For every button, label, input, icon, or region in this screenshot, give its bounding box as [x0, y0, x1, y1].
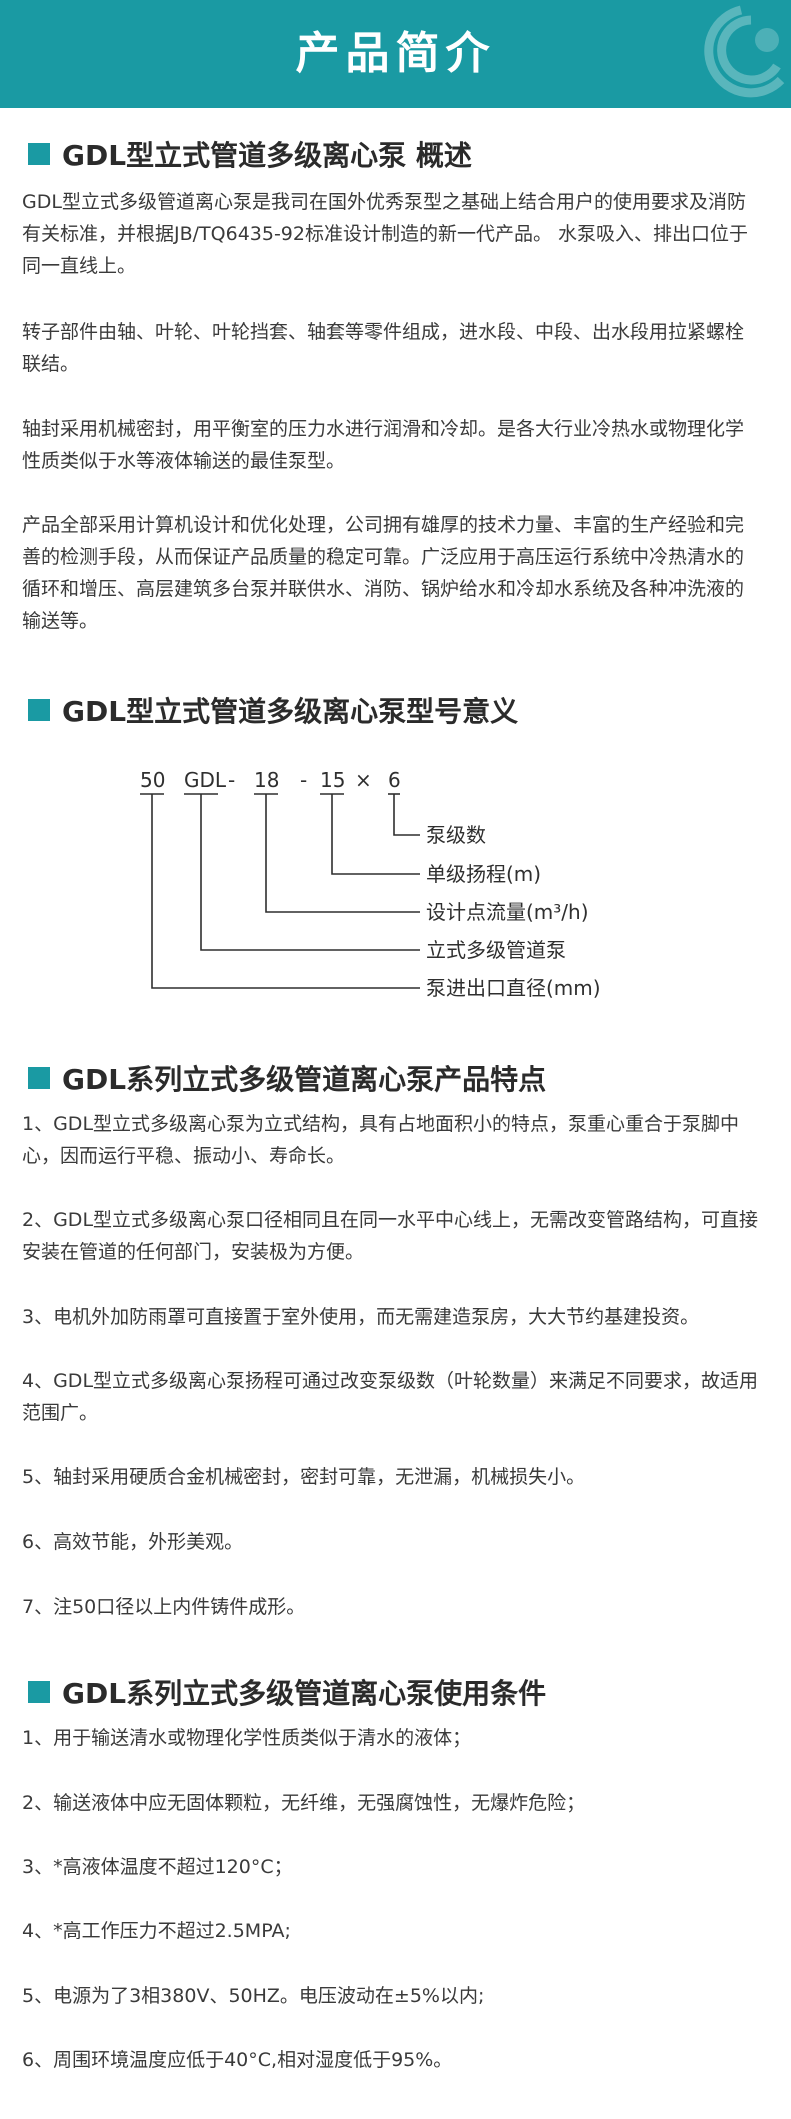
header-banner: 产品简介: [0, 0, 791, 108]
code-dash: -: [228, 768, 235, 792]
section-marker-icon: [28, 1067, 50, 1089]
condition-item: 2、输送液体中应无固体颗粒，无纤维，无强腐蚀性，无爆炸危险；: [22, 1792, 586, 1814]
meaning-type: 立式多级管道泵: [426, 938, 566, 962]
section-model-heading: GDL型立式管道多级离心泵型号意义: [28, 690, 518, 730]
section-marker-icon: [28, 699, 50, 721]
code-stages: 6: [388, 768, 401, 792]
code-times: ×: [355, 768, 372, 792]
code-dash: -: [300, 768, 307, 792]
code-head: 15: [320, 768, 345, 792]
code-diameter: 50: [140, 768, 165, 792]
overview-paragraph: 轴封采用机械密封，用平衡室的压力水进行润滑和冷却。是各大行业冷热水或物理化学性质…: [22, 418, 745, 472]
section-conditions-heading: GDL系列立式多级管道离心泵使用条件: [28, 1672, 546, 1712]
meaning-diameter: 泵进出口直径(mm): [426, 976, 601, 1000]
page-title: 产品简介: [295, 28, 496, 79]
crescent-logo-icon: [704, 5, 785, 98]
feature-item: 1、GDL型立式多级离心泵为立式结构，具有占地面积小的特点，泵重心重合于泵脚中心…: [22, 1113, 740, 1167]
overview-paragraph: 转子部件由轴、叶轮、叶轮挡套、轴套等零件组成，进水段、中段、出水段用拉紧螺栓联结…: [22, 321, 745, 375]
feature-item: 6、高效节能，外形美观。: [22, 1531, 244, 1553]
section-marker-icon: [28, 143, 50, 165]
overview-paragraph: 产品全部采用计算机设计和优化处理，公司拥有雄厚的技术力量、丰富的生产经验和完善的…: [22, 514, 745, 632]
meaning-head: 单级扬程(m): [426, 862, 541, 886]
overview-paragraph: GDL型立式多级管道离心泵是我司在国外优秀泵型之基础上结合用户的使用要求及消防有…: [22, 191, 749, 277]
meaning-stages: 泵级数: [426, 823, 486, 847]
feature-item: 4、GDL型立式多级离心泵扬程可通过改变泵级数（叶轮数量）来满足不同要求，故适用…: [22, 1370, 759, 1424]
condition-item: 6、周围环境温度应低于40°C,相对湿度低于95%。: [22, 2049, 453, 2071]
section-title: GDL系列立式多级管道离心泵使用条件: [62, 1677, 547, 1710]
condition-item: 3、*高液体温度不超过120°C；: [22, 1856, 293, 1878]
feature-item: 5、轴封采用硬质合金机械密封，密封可靠，无泄漏，机械损失小。: [22, 1466, 586, 1488]
section-features-heading: GDL系列立式多级管道离心泵产品特点: [28, 1058, 546, 1098]
code-type: GDL: [184, 768, 227, 792]
condition-item: 5、电源为了3相380V、50HZ。电压波动在±5%以内;: [22, 1985, 485, 2007]
condition-item: 4、*高工作压力不超过2.5MPA;: [22, 1920, 291, 1942]
feature-item: 3、电机外加防雨罩可直接置于室外使用，而无需建造泵房，大大节约基建投资。: [22, 1306, 700, 1328]
meaning-flow: 设计点流量(m³/h): [426, 900, 589, 924]
section-marker-icon: [28, 1681, 50, 1703]
feature-item: 2、GDL型立式多级离心泵口径相同且在同一水平中心线上，无需改变管路结构，可直接…: [22, 1209, 759, 1263]
section-title: GDL型立式管道多级离心泵型号意义: [62, 695, 519, 728]
model-code-diagram: 50 GDL - 18 - 15 × 6 泵级数 单级扬程(m) 设计点流量(m…: [140, 768, 601, 1000]
section-title: GDL系列立式多级管道离心泵产品特点: [62, 1063, 547, 1096]
section-title: GDL型立式管道多级离心泵 概述: [62, 139, 472, 172]
feature-item: 7、注50口径以上内件铸件成形。: [22, 1596, 306, 1618]
condition-item: 1、用于输送清水或物理化学性质类似于清水的液体；: [22, 1727, 472, 1749]
code-flow: 18: [254, 768, 279, 792]
section-overview-heading: GDL型立式管道多级离心泵 概述: [28, 134, 472, 174]
